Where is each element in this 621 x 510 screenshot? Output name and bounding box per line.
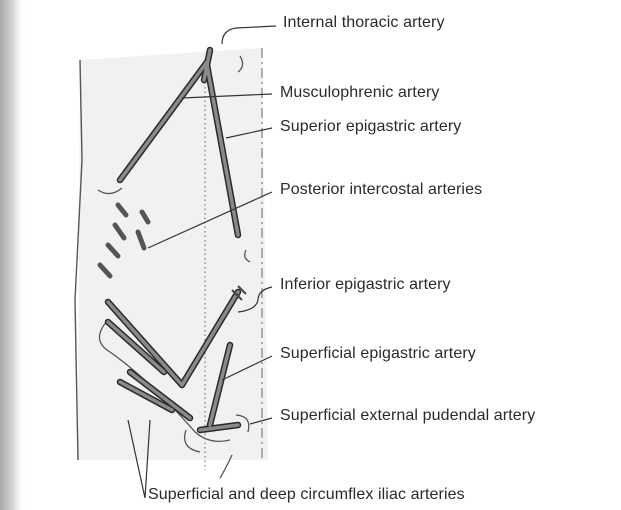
label-superficial-external-pudendal-artery: Superficial external pudendal artery (280, 407, 535, 425)
label-internal-thoracic-artery: Internal thoracic artery (283, 14, 445, 32)
label-inferior-epigastric-artery: Inferior epigastric artery (280, 276, 451, 294)
label-circumflex-iliac-arteries: Superficial and deep circumflex iliac ar… (148, 486, 465, 504)
label-superficial-epigastric-artery: Superficial epigastric artery (280, 345, 476, 363)
label-superior-epigastric-artery: Superior epigastric artery (280, 118, 461, 136)
left-edge-shadow (0, 0, 26, 510)
leader-internal-thoracic (222, 26, 276, 44)
label-posterior-intercostal-arteries: Posterior intercostal arteries (280, 181, 482, 199)
label-musculophrenic-artery: Musculophrenic artery (280, 84, 440, 102)
